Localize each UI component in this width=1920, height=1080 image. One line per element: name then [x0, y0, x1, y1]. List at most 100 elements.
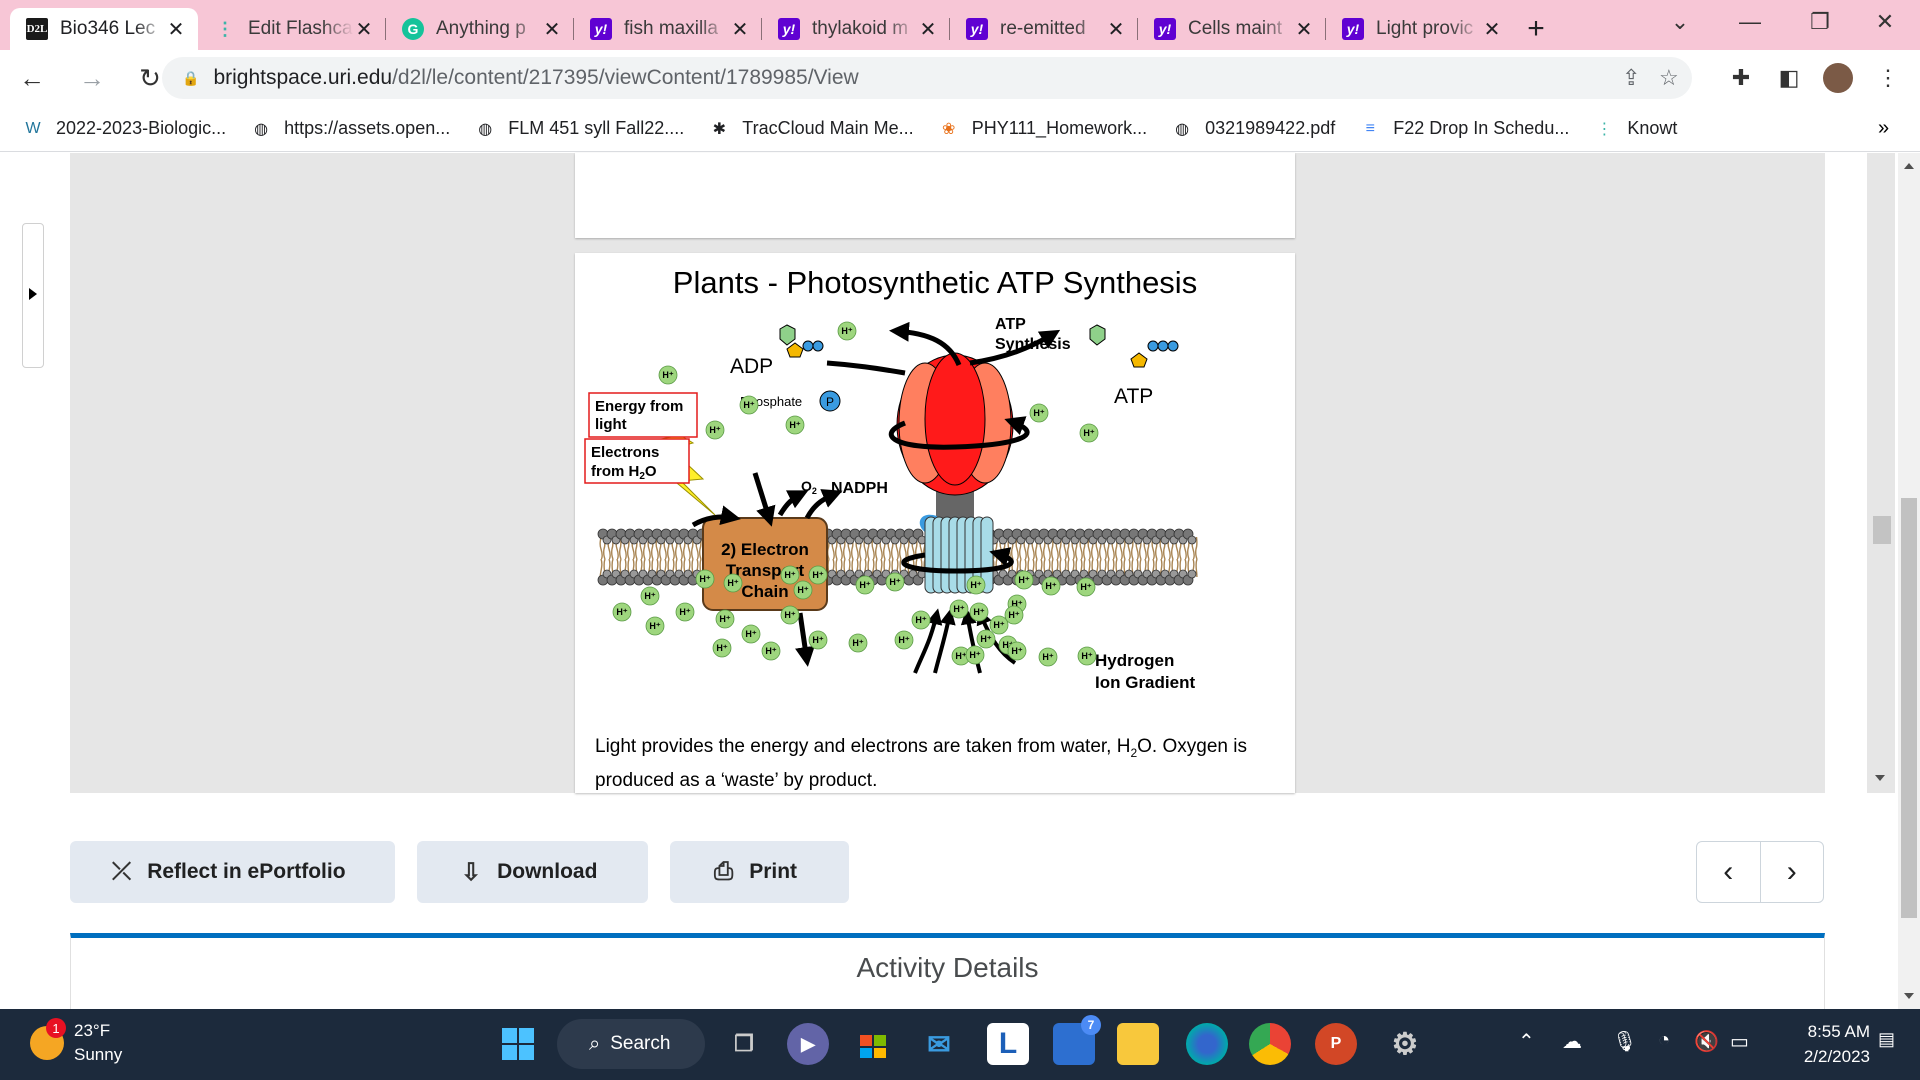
close-tab-icon[interactable]: ✕ — [731, 18, 749, 41]
chrome-browser-icon[interactable] — [1249, 1023, 1291, 1065]
previous-topic-chevron-icon[interactable]: ‹ — [1697, 842, 1761, 902]
bookmark-star-icon[interactable]: ☆ — [1659, 65, 1679, 90]
proton-label: H⁺ — [898, 635, 909, 645]
bookmark-8[interactable]: ⋮Knowt — [1593, 118, 1677, 140]
tab-8[interactable]: y! Light provic ✕ — [1326, 8, 1514, 50]
more-bookmarks-chevron-icon[interactable]: » — [1878, 117, 1890, 139]
printer-icon: ⎙ — [714, 858, 734, 885]
next-topic-chevron-icon[interactable]: › — [1786, 855, 1797, 888]
restore-button[interactable]: ❐ — [1810, 9, 1830, 34]
sidebar-toggle-button[interactable] — [22, 223, 44, 368]
reflect-eportfolio-button[interactable]: ⤫ Reflect in ePortfolio — [70, 841, 395, 903]
proton-label: H⁺ — [953, 604, 964, 614]
proton-label: H⁺ — [649, 621, 660, 631]
page-scroll-up-icon[interactable] — [1904, 163, 1914, 169]
microsoft-store-icon[interactable] — [852, 1023, 894, 1065]
temperature-text: 23°F — [74, 1021, 111, 1040]
notifications-icon[interactable]: ▤ — [1878, 1029, 1896, 1049]
atp-label: ATP — [1114, 385, 1153, 408]
tab-5[interactable]: y! thylakoid m ✕ — [762, 8, 950, 50]
tab-title: re-emitted — [1000, 18, 1086, 39]
battery-icon[interactable]: ▭ — [1730, 1031, 1749, 1053]
wifi-icon[interactable]: ◔ — [1658, 1029, 1671, 1051]
bookmark-3[interactable]: ◍FLM 451 syll Fall22.... — [474, 118, 684, 140]
teams-icon[interactable]: 7 — [1053, 1015, 1101, 1065]
page-scrollbar[interactable] — [1898, 153, 1920, 1009]
back-arrow-icon[interactable]: ← — [19, 62, 45, 93]
reload-icon[interactable]: ↻ — [139, 62, 161, 93]
proton-label: H⁺ — [1083, 428, 1094, 438]
task-view-icon[interactable]: ❐ — [734, 1031, 754, 1056]
proton-label: H⁺ — [699, 574, 710, 584]
proton-label: H⁺ — [1011, 599, 1022, 609]
taskbar-search-box[interactable]: ⌕Search — [557, 1019, 705, 1069]
close-tab-icon[interactable]: ✕ — [543, 18, 561, 41]
viewer-scroll-thumb[interactable] — [1873, 516, 1891, 544]
speaker-muted-icon[interactable]: 🔇 — [1694, 1031, 1719, 1053]
tab-7[interactable]: y! Cells maint ✕ — [1138, 8, 1326, 50]
close-tab-icon[interactable]: ✕ — [919, 18, 937, 41]
bookmark-5[interactable]: ❀PHY111_Homework... — [938, 118, 1147, 140]
bookmark-2[interactable]: ◍https://assets.open... — [250, 118, 450, 140]
tab-3[interactable]: G Anything p ✕ — [386, 8, 574, 50]
mail-icon[interactable]: ✉ — [927, 1028, 951, 1060]
close-tab-icon[interactable]: ✕ — [355, 18, 373, 41]
close-window-button[interactable]: ✕ — [1875, 9, 1895, 34]
page-scroll-thumb[interactable] — [1901, 498, 1917, 918]
onedrive-cloud-icon[interactable]: ☁ — [1562, 1031, 1582, 1053]
download-button[interactable]: ⇩ Download — [417, 841, 648, 903]
share-icon[interactable]: ⇪ — [1622, 65, 1641, 90]
tab-title: Cells maint — [1188, 18, 1282, 39]
bookmark-7[interactable]: ≡F22 Drop In Schedu... — [1359, 118, 1570, 140]
atp-out-arrow — [969, 329, 1061, 366]
start-windows-icon[interactable] — [497, 1023, 539, 1065]
minimize-button[interactable]: — — [1739, 9, 1761, 34]
launcher-l-icon[interactable]: L — [987, 1023, 1029, 1065]
close-tab-icon[interactable]: ✕ — [167, 18, 185, 41]
phosphate-symbol: P — [826, 395, 834, 409]
forward-arrow-icon[interactable]: → — [79, 62, 105, 93]
close-tab-icon[interactable]: ✕ — [1483, 18, 1501, 41]
close-tab-icon[interactable]: ✕ — [1107, 18, 1125, 41]
close-tab-icon[interactable]: ✕ — [1295, 18, 1313, 41]
print-button[interactable]: ⎙ Print — [670, 841, 849, 903]
teams-chat-icon[interactable]: ▶ — [787, 1023, 829, 1065]
atp-molecule-icon — [1089, 324, 1179, 368]
menu-kebab-icon[interactable]: ⋮ — [1877, 65, 1899, 90]
viewer-scroll-down-icon[interactable] — [1875, 775, 1885, 781]
tab-1[interactable]: D2L Bio346 Lec ✕ — [10, 8, 198, 50]
edge-browser-icon[interactable] — [1186, 1023, 1228, 1065]
system-clock[interactable]: 8:55 AM 2/2/2023 — [1776, 1019, 1870, 1069]
extensions-puzzle-icon[interactable]: ✚ — [1731, 65, 1751, 90]
expand-arrow-icon — [29, 288, 37, 300]
tab-4[interactable]: y! fish maxilla ✕ — [574, 8, 762, 50]
docs-icon: ≡ — [1365, 119, 1375, 137]
settings-gear-icon[interactable]: ⚙ — [1391, 1027, 1419, 1061]
page-scroll-down-icon[interactable] — [1904, 993, 1914, 999]
knowt-icon: ⋮ — [216, 18, 234, 39]
address-bar[interactable]: 🔒 brightspace.uri.edu/d2l/le/content/217… — [162, 57, 1692, 99]
tab-search-chevron-icon[interactable]: ⌄ — [1670, 9, 1690, 34]
new-tab-button[interactable]: + — [1527, 12, 1545, 45]
tab-title: Light provic — [1376, 18, 1474, 39]
grammarly-icon: G — [402, 18, 424, 40]
microphone-icon[interactable]: 🎙 — [1612, 1031, 1638, 1053]
file-explorer-icon[interactable] — [1117, 1023, 1159, 1065]
bookmark-4[interactable]: ✱TracCloud Main Me... — [708, 118, 914, 140]
viewer-scrollbar[interactable] — [1867, 153, 1895, 793]
tab-6[interactable]: y! re-emitted ✕ — [950, 8, 1138, 50]
proton-label: H⁺ — [859, 580, 870, 590]
document-viewer[interactable]: Plants - Photosynthetic ATP Synthesis — [70, 153, 1895, 793]
tab-2[interactable]: ⋮ Edit Flashca ✕ — [198, 8, 386, 50]
bookmark-6[interactable]: ◍0321989422.pdf — [1171, 118, 1335, 140]
gradient-label-2: Ion Gradient — [1095, 673, 1195, 692]
powerpoint-icon[interactable]: P — [1315, 1023, 1357, 1065]
side-panel-icon[interactable]: ◧ — [1778, 65, 1800, 90]
proton-label: H⁺ — [1045, 581, 1056, 591]
proton-label: H⁺ — [797, 585, 808, 595]
profile-avatar[interactable] — [1823, 63, 1853, 93]
tray-overflow-chevron-icon[interactable]: ⌃ — [1518, 1031, 1535, 1053]
